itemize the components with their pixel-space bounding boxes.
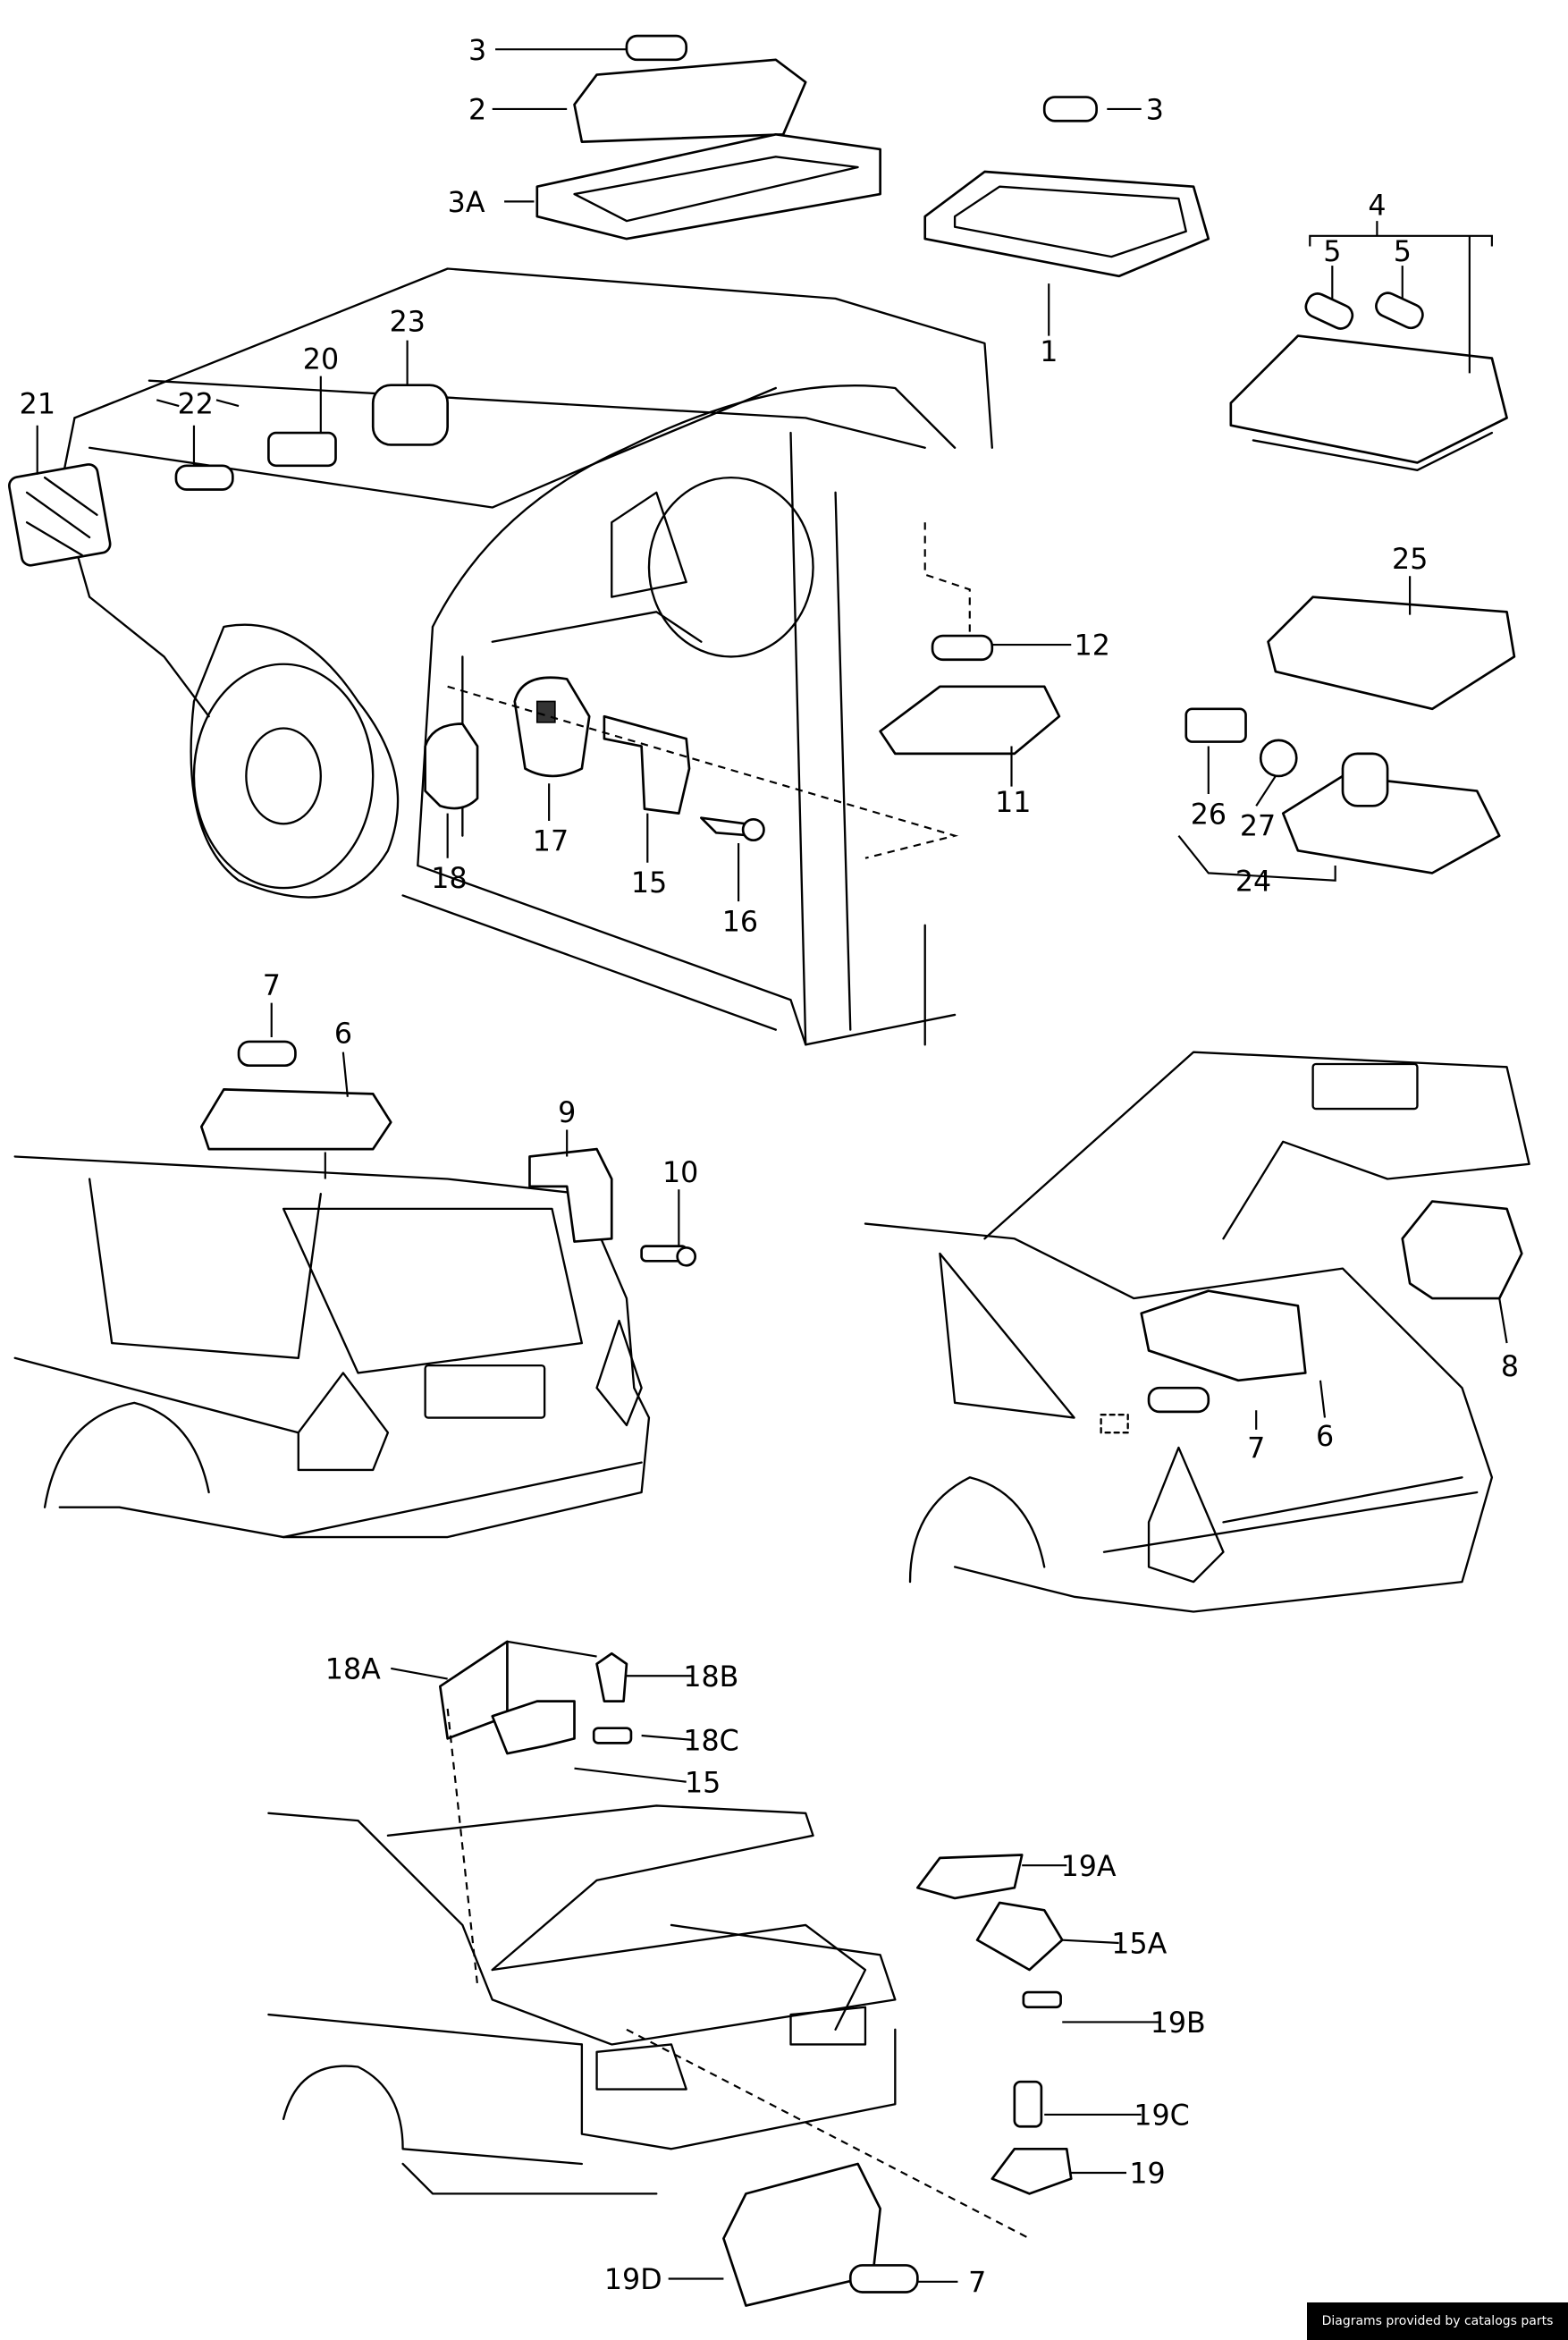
callout-2: 2 — [468, 95, 486, 127]
callout-24: 24 — [1235, 866, 1271, 898]
estate-car-rear — [13, 1040, 697, 1539]
callout-19a: 19A — [1061, 1851, 1117, 1883]
callout-7: 7 — [968, 2268, 986, 2300]
callout-5: 5 — [1394, 236, 1412, 268]
callout-22: 22 — [178, 388, 214, 420]
callout-1: 1 — [1040, 336, 1058, 368]
callout-21: 21 — [20, 388, 55, 420]
callout-26: 26 — [1191, 798, 1227, 831]
callout-11: 11 — [995, 787, 1031, 819]
hatchback-car-rear — [864, 1051, 1530, 1613]
glovebox-lamp-parts — [1184, 596, 1516, 874]
callout-16: 16 — [722, 906, 758, 938]
callout-3: 3 — [1146, 95, 1164, 127]
callout-15: 15 — [685, 1767, 721, 1799]
callout-18: 18 — [431, 863, 467, 895]
callout-15: 15 — [631, 867, 667, 900]
callout-18c: 18C — [683, 1726, 738, 1758]
callout-8: 8 — [1501, 1351, 1519, 1383]
callout-19d: 19D — [604, 2264, 662, 2296]
callout-3: 3 — [468, 35, 486, 67]
interior-lamp-assembly — [535, 34, 1508, 471]
callout-19b: 19B — [1151, 2007, 1206, 2040]
callout-3a: 3A — [448, 187, 485, 219]
callout-19c: 19C — [1134, 2100, 1189, 2133]
callout-18a: 18A — [325, 1654, 381, 1686]
door-contact-parts — [424, 676, 765, 842]
callout-27: 27 — [1240, 811, 1276, 843]
callout-25: 25 — [1392, 544, 1428, 576]
credit-badge: Diagrams provided by catalogs parts — [1307, 2302, 1568, 2340]
callout-labels: 3 2 3A 3 1 4 5 5 23 20 21 22 25 12 11 26… — [20, 35, 1519, 2300]
callout-19: 19 — [1129, 2158, 1165, 2191]
leader-lines — [36, 48, 1508, 2283]
notchback-car-rear — [267, 1640, 1073, 2307]
callout-17: 17 — [533, 825, 569, 857]
callout-5: 5 — [1323, 236, 1341, 268]
callout-4: 4 — [1368, 190, 1386, 222]
callout-6: 6 — [1316, 1421, 1334, 1453]
callout-6: 6 — [334, 1018, 352, 1051]
callout-9: 9 — [558, 1097, 576, 1129]
callout-20: 20 — [303, 343, 339, 376]
side-lamp-parts — [8, 384, 450, 567]
callout-7: 7 — [263, 970, 281, 1002]
callout-7: 7 — [1247, 1433, 1265, 1466]
callout-18b: 18B — [683, 1661, 738, 1694]
callout-23: 23 — [390, 307, 426, 339]
front-car-body — [58, 267, 993, 1046]
callout-10: 10 — [662, 1157, 698, 1189]
footwell-lamp-parts — [879, 634, 1061, 756]
callout-12: 12 — [1075, 630, 1110, 663]
bulb — [625, 34, 688, 62]
callout-15a: 15A — [1111, 1929, 1167, 1961]
